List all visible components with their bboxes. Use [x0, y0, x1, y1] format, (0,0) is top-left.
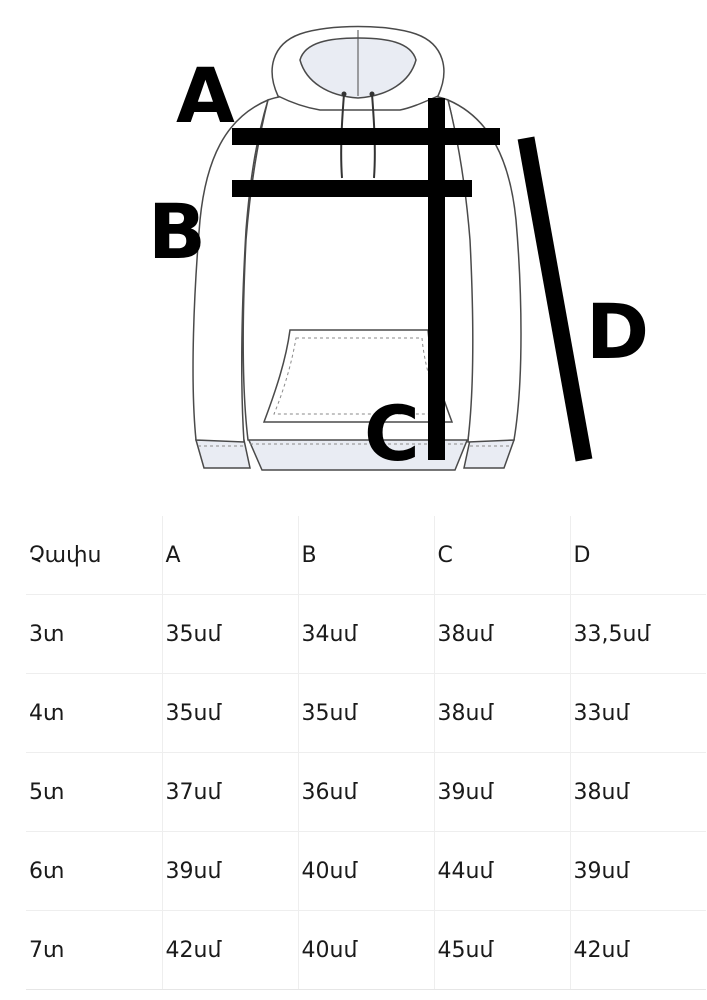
table-cell: 33սմ: [570, 673, 706, 753]
label-c: C: [364, 389, 420, 478]
measure-bar-b: [232, 180, 472, 197]
table-cell: 38սմ: [434, 594, 571, 674]
table-row: 6տ 39սմ 40սմ 44սմ 39սմ: [26, 831, 706, 911]
header-cell-a: A: [162, 516, 299, 595]
table-cell: 39սմ: [570, 831, 706, 911]
table-cell: 4տ: [26, 673, 163, 753]
hoodie-measurement-diagram: A B C D: [148, 25, 649, 478]
table-cell: 44սմ: [434, 831, 571, 911]
table-cell: 42սմ: [162, 910, 299, 990]
label-a: A: [176, 51, 235, 140]
table-cell: 35սմ: [162, 594, 299, 674]
table-cell: 6տ: [26, 831, 163, 911]
table-cell: 5տ: [26, 752, 163, 832]
table-cell: 33,5սմ: [570, 594, 706, 674]
table-cell: 36սմ: [298, 752, 435, 832]
table-cell: 39սմ: [162, 831, 299, 911]
label-b: B: [148, 187, 206, 276]
table-cell: 34սմ: [298, 594, 435, 674]
hoodie-illustration: A B C D: [148, 25, 649, 478]
table-cell: 38սմ: [570, 752, 706, 832]
hoodie-left-cuff: [195, 439, 251, 469]
measure-bar-d: [517, 136, 593, 462]
table-cell: 7տ: [26, 910, 163, 990]
table-cell: 3տ: [26, 594, 163, 674]
table-cell: 40սմ: [298, 910, 435, 990]
measure-bar-a: [232, 128, 500, 145]
table-cell: 35սմ: [162, 673, 299, 753]
table-row: 3տ 35սմ 34սմ 38սմ 33,5սմ: [26, 594, 706, 674]
table-row: 5տ 37սմ 36սմ 39սմ 38սմ: [26, 752, 706, 832]
table-header-row: Չափս A B C D: [26, 516, 706, 595]
table-cell: 40սմ: [298, 831, 435, 911]
table-cell: 35սմ: [298, 673, 435, 753]
table-cell: 38սմ: [434, 673, 571, 753]
header-cell-c: C: [434, 516, 571, 595]
size-chart-table: Չափս A B C D 3տ 35սմ 34սմ 38սմ 33,5սմ 4տ…: [26, 516, 706, 990]
header-cell-size: Չափս: [26, 516, 163, 595]
label-d: D: [586, 287, 649, 376]
table-cell: 37սմ: [162, 752, 299, 832]
hoodie-right-cuff: [463, 439, 516, 469]
header-cell-d: D: [570, 516, 706, 595]
table-row: 7տ 42սմ 40սմ 45սմ 42սմ: [26, 910, 706, 990]
table-cell: 42սմ: [570, 910, 706, 990]
table-row: 4տ 35սմ 35սմ 38սմ 33սմ: [26, 673, 706, 753]
table-cell: 45սմ: [434, 910, 571, 990]
header-cell-b: B: [298, 516, 435, 595]
measure-bar-c: [428, 98, 445, 460]
table-cell: 39սմ: [434, 752, 571, 832]
hoodie-pocket: [262, 329, 454, 423]
